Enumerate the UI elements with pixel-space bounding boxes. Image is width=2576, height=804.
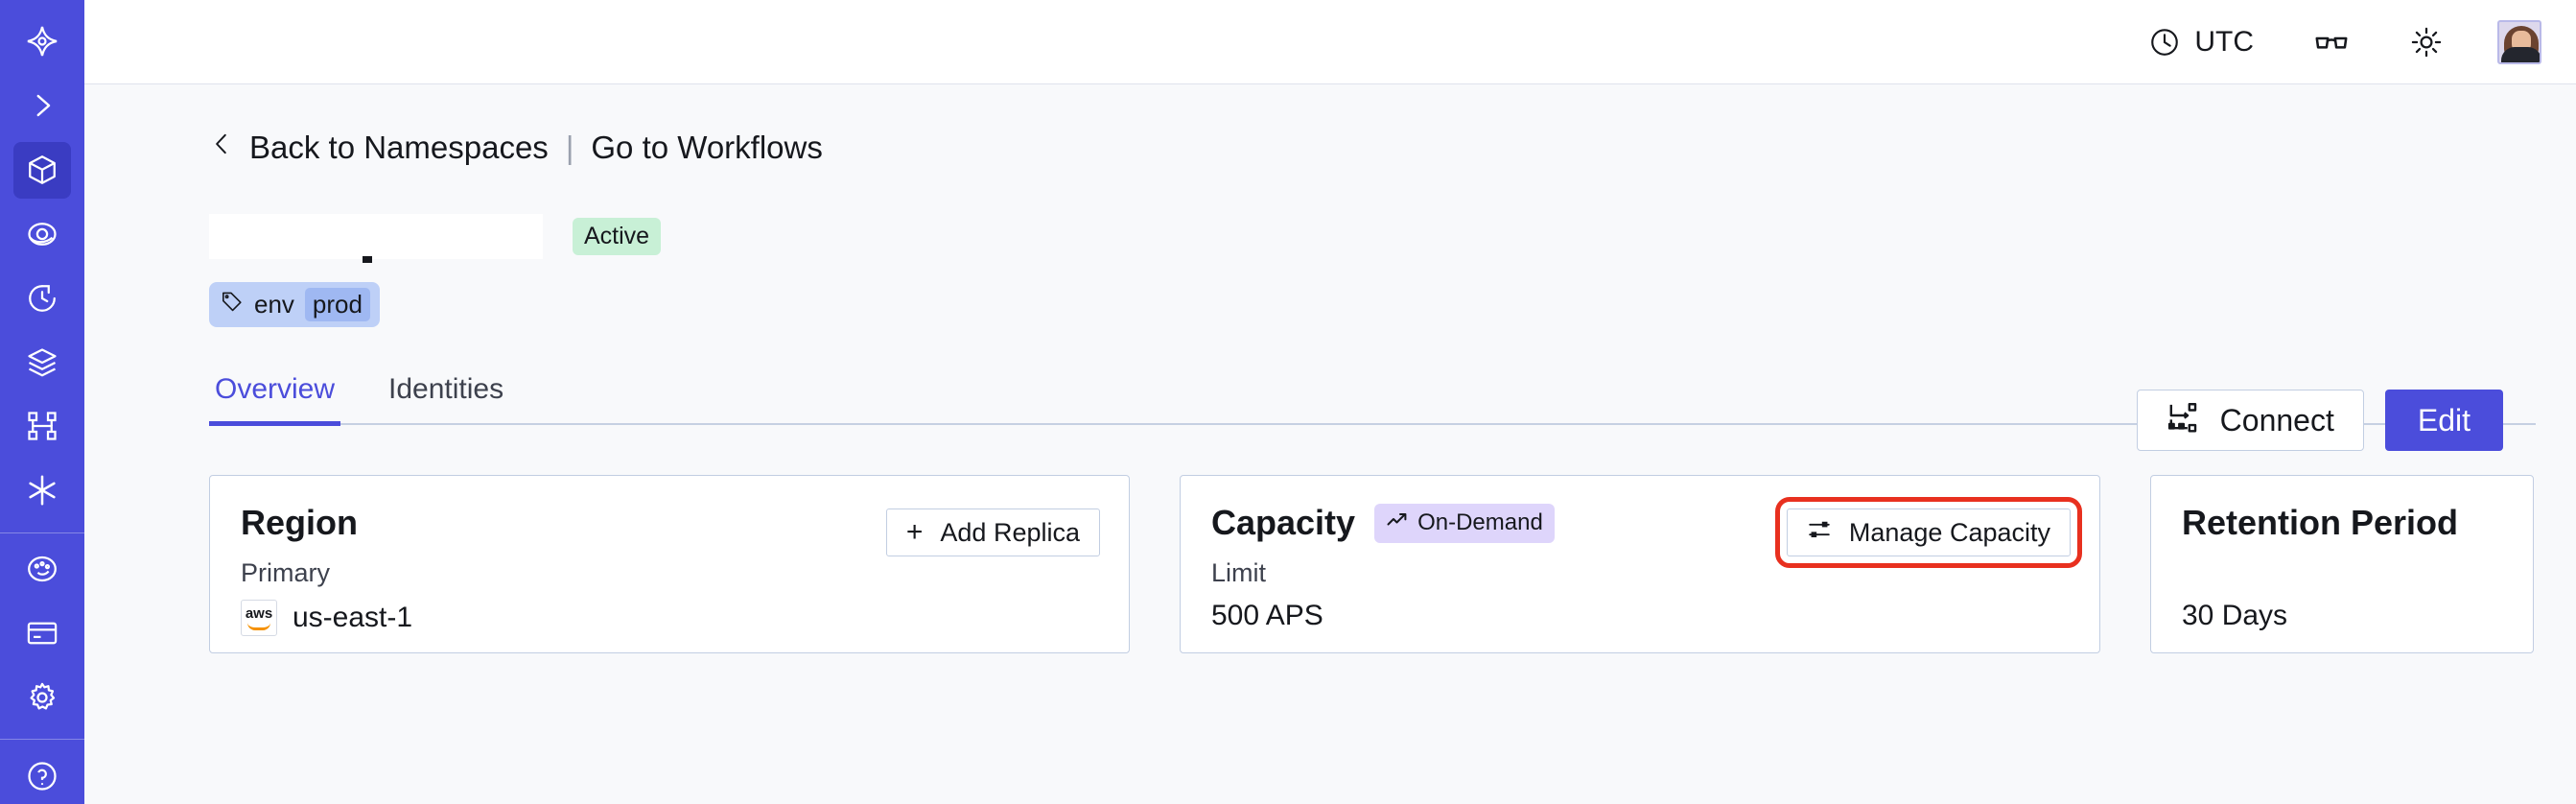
tag-value: prod <box>304 288 370 321</box>
connect-button-label: Connect <box>2219 402 2334 437</box>
chevron-left-icon[interactable] <box>209 127 234 169</box>
timezone-selector[interactable]: UTC <box>2148 26 2254 59</box>
chevron-right-icon[interactable] <box>13 78 71 134</box>
avatar-body <box>2501 46 2540 62</box>
region-value-row: aws us-east-1 <box>241 600 1098 636</box>
on-demand-badge-label: On-Demand <box>1417 509 1543 535</box>
breadcrumb-workflows-link[interactable]: Go to Workflows <box>591 130 823 165</box>
tab-identities[interactable]: Identities <box>383 373 509 426</box>
sidebar-item-namespaces[interactable] <box>13 141 71 199</box>
capacity-card-header: Capacity On-Demand <box>1211 503 2069 543</box>
region-card-title: Region <box>241 503 358 542</box>
left-sidebar <box>0 0 84 804</box>
sun-icon <box>2409 25 2444 59</box>
tab-bar: Overview Identities <box>209 373 2536 426</box>
retention-card-title: Retention Period <box>2182 503 2459 542</box>
add-replica-button[interactable]: + Add Replica <box>885 508 1100 556</box>
tag-icon <box>221 290 244 319</box>
tab-overview-label: Overview <box>215 373 336 405</box>
tab-overview[interactable]: Overview <box>209 373 341 426</box>
region-value: us-east-1 <box>293 602 413 633</box>
sidebar-item-schedules[interactable] <box>13 270 71 326</box>
overview-cards: Region + Add Replica Primary aws us-east… <box>209 475 2576 653</box>
trending-up-icon <box>1386 508 1409 538</box>
top-bar: UTC <box>84 0 2576 84</box>
status-badge: Active <box>573 217 662 255</box>
title-redaction-fragment <box>363 255 372 263</box>
edit-button[interactable]: Edit <box>2384 390 2503 451</box>
tab-identities-label: Identities <box>388 373 504 405</box>
glasses-icon <box>2313 24 2350 60</box>
connect-flow-icon <box>2166 400 2199 440</box>
capacity-value: 500 APS <box>1211 600 1323 631</box>
page-content: Back to Namespaces | Go to Workflows Act… <box>84 127 2576 653</box>
user-avatar[interactable] <box>2497 19 2541 64</box>
namespace-tag[interactable]: env prod <box>209 282 380 327</box>
history-clock-icon <box>25 281 59 316</box>
sidebar-item-batch-operations[interactable] <box>13 334 71 390</box>
retention-period-card: Retention Period 30 Days <box>2150 475 2534 653</box>
connect-button[interactable]: Connect <box>2136 390 2364 451</box>
sliders-icon <box>1807 517 1832 549</box>
eye-icon <box>25 217 59 251</box>
sidebar-item-help[interactable] <box>13 747 71 804</box>
capacity-limit-label: Limit <box>1211 558 1267 587</box>
timezone-label: UTC <box>2194 25 2254 58</box>
region-card: Region + Add Replica Primary aws us-east… <box>209 475 1130 653</box>
main-area: UTC <box>84 0 2576 804</box>
credit-card-icon <box>25 616 59 650</box>
tag-key: env <box>254 290 294 319</box>
namespace-title-row: Active <box>209 205 2576 267</box>
add-replica-label: Add Replica <box>940 517 1080 547</box>
cube-icon <box>25 153 59 187</box>
help-icon <box>25 759 59 793</box>
retention-card-header: Retention Period <box>2182 503 2502 543</box>
retention-spacer <box>2182 558 2502 588</box>
sidebar-item-settings[interactable] <box>13 669 71 725</box>
clock-icon <box>2148 26 2181 59</box>
capacity-card-title: Capacity <box>1211 503 1356 542</box>
sidebar-divider-2 <box>0 739 84 741</box>
reading-mode-button[interactable] <box>2313 24 2350 60</box>
breadcrumb-separator: | <box>565 130 574 165</box>
theme-toggle-button[interactable] <box>2409 25 2444 59</box>
header-actions: Connect Edit <box>2136 390 2503 451</box>
page-title <box>209 213 543 263</box>
sidebar-divider-1 <box>0 532 84 533</box>
aws-logo-text: aws <box>245 604 273 622</box>
manage-capacity-button[interactable]: Manage Capacity <box>1774 497 2083 568</box>
breadcrumb-back-link[interactable]: Back to Namespaces <box>249 130 549 165</box>
aws-logo-smile <box>247 623 270 630</box>
plus-icon: + <box>905 516 924 548</box>
layers-icon <box>25 345 59 380</box>
workflow-graph-icon <box>25 409 59 443</box>
palette-icon <box>25 552 59 586</box>
region-card-header: Region <box>241 503 1098 543</box>
sidebar-item-billing[interactable] <box>13 605 71 662</box>
on-demand-badge: On-Demand <box>1374 503 1555 543</box>
aws-logo-icon: aws <box>241 600 277 636</box>
gear-icon <box>25 680 59 715</box>
retention-value: 30 Days <box>2182 600 2288 631</box>
temporal-logo-icon[interactable] <box>13 13 71 70</box>
breadcrumb: Back to Namespaces | Go to Workflows <box>209 127 823 169</box>
sidebar-item-usage[interactable] <box>13 541 71 598</box>
manage-capacity-label: Manage Capacity <box>1848 517 2050 547</box>
region-primary-label: Primary <box>241 558 330 587</box>
sidebar-item-nexus[interactable] <box>13 462 71 519</box>
edit-button-label: Edit <box>2417 402 2471 437</box>
asterisk-icon <box>24 472 60 508</box>
capacity-card: Capacity On-Demand <box>1180 475 2100 653</box>
sidebar-item-observability[interactable] <box>13 206 71 263</box>
sidebar-item-workflows[interactable] <box>13 398 71 455</box>
